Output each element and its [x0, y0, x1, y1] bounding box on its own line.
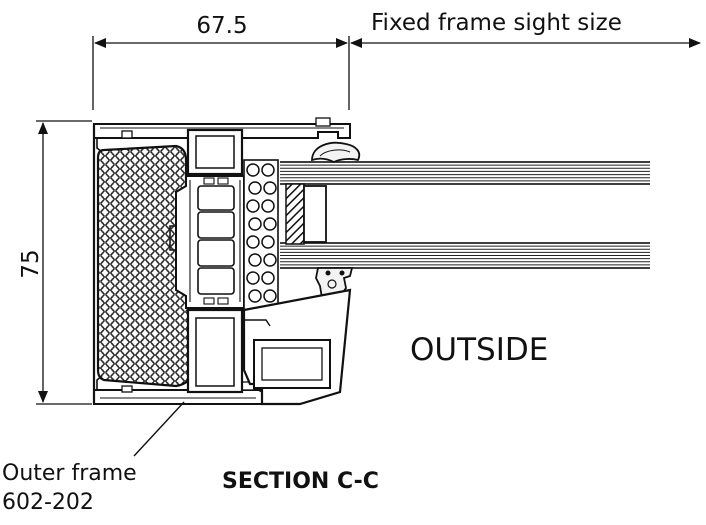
spacer-sealant	[285, 183, 305, 245]
frame-leader-line	[133, 401, 185, 457]
width-dimension	[92, 36, 350, 110]
height-dimension-value: 75	[18, 249, 44, 278]
outer-frame-label: Outer frame	[2, 461, 137, 486]
thermal-break	[169, 175, 253, 309]
outer-frame-code: 602-202	[2, 490, 94, 515]
spacer-bar	[303, 185, 327, 243]
height-dimension	[36, 120, 92, 405]
glazing-gasket-top	[311, 141, 361, 164]
bead-gasket	[243, 159, 279, 311]
outside-label: OUTSIDE	[410, 332, 548, 368]
outer-frame-profile	[92, 117, 351, 405]
outer-lower-profile	[242, 288, 352, 406]
glass-pane-outer	[280, 161, 650, 185]
frame-chambers	[186, 128, 244, 394]
section-title: SECTION C-C	[222, 469, 379, 494]
glass-pane-inner	[280, 242, 650, 269]
glazing-unit	[280, 161, 650, 269]
sight-size-label: Fixed frame sight size	[371, 10, 622, 36]
width-dimension-value: 67.5	[196, 13, 247, 39]
